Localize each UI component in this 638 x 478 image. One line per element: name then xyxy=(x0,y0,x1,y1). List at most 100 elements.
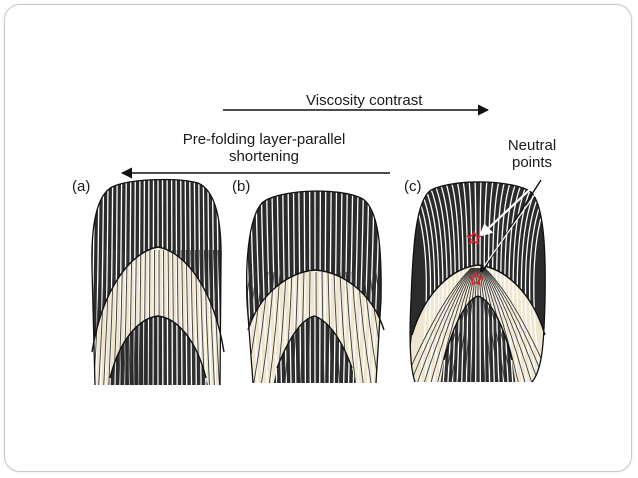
layer-parallel-shortening-label: Pre-folding layer-parallel shortening xyxy=(164,131,364,165)
striation-line xyxy=(303,191,307,383)
striation-line xyxy=(259,271,275,383)
striation-line xyxy=(185,249,191,385)
panel-b-outline xyxy=(246,190,382,384)
panel-a-outline xyxy=(91,178,222,386)
striation-line xyxy=(107,249,115,385)
striation-line xyxy=(260,191,269,383)
striation-line xyxy=(213,249,221,385)
striation-line xyxy=(170,179,174,385)
striation-line xyxy=(220,179,222,385)
panel-b-boundary-inner xyxy=(276,315,353,369)
neutral-point-star-upper xyxy=(466,230,482,245)
striation-line xyxy=(482,267,537,382)
striation-line xyxy=(533,181,546,382)
striation-line xyxy=(468,181,473,382)
striation-line xyxy=(434,267,475,382)
striation-line xyxy=(181,249,185,385)
striation-line xyxy=(190,249,196,385)
striation-line xyxy=(478,267,486,382)
neutral-label-line2: points xyxy=(511,154,553,171)
panel-c-outline xyxy=(409,181,546,383)
striation-line xyxy=(478,267,493,382)
striation-line xyxy=(226,175,230,395)
striation-line xyxy=(299,271,305,383)
striation-line xyxy=(114,179,118,385)
striation-line xyxy=(441,267,476,382)
neutral-point-star-lower xyxy=(468,271,484,286)
striation-line xyxy=(143,249,146,385)
striation-line xyxy=(445,181,456,382)
striation-line xyxy=(357,271,374,383)
striation-line xyxy=(202,179,207,385)
striation-line xyxy=(361,191,370,383)
striation-line xyxy=(410,267,472,382)
striation-line xyxy=(427,267,475,382)
striation-line xyxy=(491,181,500,382)
striation-line xyxy=(267,271,281,383)
striation-line xyxy=(166,179,169,385)
striation-line xyxy=(109,179,114,385)
striation-line xyxy=(199,249,206,385)
panel-label-b: (b) xyxy=(232,178,251,195)
shortening-label-line2: shortening xyxy=(228,148,300,165)
striation-line xyxy=(153,249,155,385)
striation-line xyxy=(479,267,501,382)
striation-line xyxy=(356,191,365,383)
striation-line xyxy=(419,267,474,382)
panel-a-boundary-outer xyxy=(91,246,225,353)
striation-line xyxy=(427,181,444,382)
striation-line xyxy=(448,267,477,382)
striation-line xyxy=(275,271,287,383)
striation-line xyxy=(198,179,202,385)
neutral-point-pointer-lower xyxy=(479,192,537,273)
striation-line xyxy=(456,181,465,382)
striation-line xyxy=(421,181,440,382)
panel-c-boundary-outer xyxy=(411,264,546,336)
striation-line xyxy=(99,179,105,385)
striation-line xyxy=(175,179,178,385)
striation-line xyxy=(163,249,165,385)
striation-line xyxy=(193,179,198,385)
striation-line xyxy=(180,179,183,385)
striation-line xyxy=(271,191,278,383)
neutral-point-pointer-upper xyxy=(479,181,539,237)
striation-line xyxy=(333,271,342,383)
panel-b-fold xyxy=(246,191,382,383)
striation-line xyxy=(287,191,292,383)
striation-line xyxy=(283,271,293,383)
striation-line xyxy=(339,271,350,383)
panel-b-boundary-outer xyxy=(247,269,385,331)
striation-line xyxy=(328,191,332,383)
striation-line xyxy=(167,249,170,385)
shortening-label-line1: Pre-folding layer-parallel xyxy=(182,131,346,148)
striation-line xyxy=(148,249,151,385)
striation-line xyxy=(292,191,297,383)
panel-label-a: (a) xyxy=(72,178,91,195)
striation-line xyxy=(500,181,511,382)
striation-line xyxy=(412,267,473,382)
striation-line xyxy=(86,175,90,395)
striation-line xyxy=(251,271,269,383)
striation-line xyxy=(369,271,382,383)
striation-line xyxy=(208,249,216,385)
striation-line xyxy=(450,181,461,382)
striation-line xyxy=(479,267,508,382)
striation-line xyxy=(319,191,322,383)
striation-line xyxy=(347,191,354,383)
striation-line xyxy=(184,179,188,385)
striation-line xyxy=(342,191,348,383)
panel-a-boundary-inner xyxy=(109,315,207,379)
striation-line xyxy=(118,249,124,385)
panel-label-c: (c) xyxy=(404,178,422,195)
striation-line xyxy=(189,179,193,385)
striation-line xyxy=(112,249,119,385)
panel-a-fold xyxy=(86,175,230,395)
striation-line xyxy=(483,181,488,382)
striation-line xyxy=(246,271,263,383)
striation-line xyxy=(246,271,251,383)
panel-c-boundary-inner xyxy=(443,295,513,361)
striation-line xyxy=(474,181,477,382)
neutral-point-pointer-lower-dark xyxy=(481,179,542,273)
striation-line xyxy=(516,181,535,382)
